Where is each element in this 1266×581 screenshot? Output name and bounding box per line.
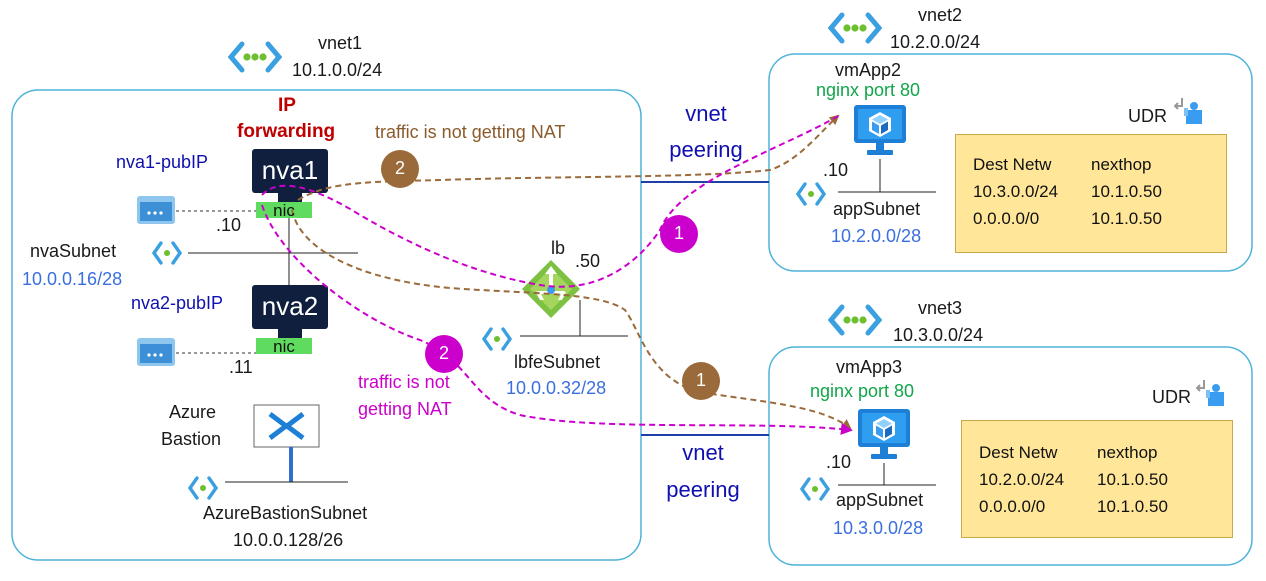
- table-row: 0.0.0.0/0 10.1.0.50: [973, 205, 1162, 232]
- vnet3-subnet-cidr: 10.3.0.0/28: [833, 518, 924, 538]
- magenta-note-line2: getting NAT: [358, 399, 452, 419]
- vnet3-subnet-name: appSubnet: [836, 490, 924, 510]
- vmapp2-ip: .10: [823, 160, 849, 180]
- nva1-ip: .10: [216, 215, 242, 235]
- vnet1-cidr: 10.1.0.0/24: [292, 60, 383, 80]
- peering-top-line2: peering: [669, 137, 743, 162]
- udr-header-row: Dest Netw nexthop: [979, 439, 1168, 466]
- vmapp3-icon: [858, 409, 910, 459]
- udr-cell: 10.1.0.50: [1097, 469, 1168, 489]
- vnet2-subnet-icon: [796, 182, 826, 206]
- vnet3-name: vnet3: [918, 298, 963, 318]
- vnet2-cidr: 10.2.0.0/24: [890, 32, 981, 52]
- nva1-pubip-label: nva1-pubIP: [116, 152, 209, 172]
- udr-cell: 10.2.0.0/24: [979, 469, 1065, 489]
- bastion-subnet-cidr: 10.0.0.128/26: [233, 530, 344, 550]
- peering-top-line1: vnet: [685, 101, 727, 126]
- udr-cell: 0.0.0.0/0: [979, 496, 1046, 516]
- vnet3-box: [768, 346, 1253, 566]
- table-row: 10.2.0.0/24 10.1.0.50: [979, 466, 1168, 493]
- peering-bottom-line2: peering: [666, 477, 740, 502]
- vnet3-udr-table: Dest Netw nexthop 10.2.0.0/24 10.1.0.50 0.…: [961, 420, 1233, 538]
- vnet3-udr-label: UDR: [1152, 387, 1191, 407]
- vnet2-icon: [831, 15, 879, 41]
- vnet3-icon: [831, 307, 879, 333]
- bastion-subnet-icon: [188, 476, 218, 500]
- lbfe-subnet-icon: [482, 327, 512, 351]
- lb-ip: .50: [575, 251, 601, 271]
- vnet1-name: vnet1: [318, 33, 363, 53]
- bastion-line2: Bastion: [161, 429, 222, 449]
- ip-forwarding-line1: IP: [278, 95, 296, 116]
- nva-subnet-icon: [152, 241, 182, 265]
- vmapp3-name: vmApp3: [836, 357, 903, 377]
- udr-cell: 0.0.0.0/0: [973, 208, 1040, 228]
- nva2-pubip-label: nva2-pubIP: [131, 293, 224, 313]
- peering-bottom-line1: vnet: [682, 440, 724, 465]
- nva2-shape: [252, 285, 328, 354]
- vmapp2-name: vmApp2: [835, 60, 902, 80]
- vmapp2-service: nginx port 80: [816, 80, 921, 100]
- ip-forwarding-line2: forwarding: [237, 121, 336, 142]
- badge-magenta-bottom: 2: [438, 343, 449, 363]
- nva2-ip: .11: [229, 357, 253, 377]
- badge-brown-bottom: 1: [695, 370, 706, 390]
- magenta-flow-top: [261, 114, 841, 288]
- udr-col-dest: Dest Netw: [979, 442, 1058, 462]
- bastion-line1: Azure: [169, 402, 217, 422]
- udr-col-dest: Dest Netw: [973, 154, 1052, 174]
- udr-cell: 10.3.0.0/24: [973, 181, 1059, 201]
- vnet2-name: vnet2: [918, 5, 963, 25]
- vmapp2-icon: [854, 105, 906, 155]
- udr-cell: 10.1.0.50: [1091, 208, 1162, 228]
- badge-magenta-top: 1: [673, 223, 684, 243]
- badge-brown-bottom-circle: [682, 362, 720, 400]
- vnet2-subnet-cidr: 10.2.0.0/28: [831, 226, 922, 246]
- badge-brown-top: 2: [394, 158, 405, 178]
- magenta-flow-main: [261, 204, 853, 435]
- vnet2-subnet-name: appSubnet: [833, 199, 921, 219]
- nva1-shape: [252, 149, 328, 218]
- badge-magenta-top-circle: [660, 215, 698, 253]
- nva-subnet-name: nvaSubnet: [30, 241, 117, 261]
- vnet1-box: [11, 89, 642, 561]
- udr-header-row: Dest Netw nexthop: [973, 151, 1162, 178]
- table-row: 10.3.0.0/24 10.1.0.50: [973, 178, 1162, 205]
- brown-note: traffic is not getting NAT: [375, 122, 566, 142]
- nva2-name: nva2: [261, 291, 319, 321]
- udr-cell: 10.1.0.50: [1097, 496, 1168, 516]
- vnet2-udr-label: UDR: [1128, 106, 1167, 126]
- nva2-nic: nic: [273, 337, 295, 356]
- udr-col-nexthop: nexthop: [1091, 154, 1152, 174]
- nva1-name: nva1: [261, 155, 319, 185]
- nva1-nic: nic: [273, 201, 295, 220]
- lbfe-subnet-name: lbfeSubnet: [514, 352, 601, 372]
- vnet3-udr-icon: [1196, 379, 1225, 407]
- udr-col-nexthop: nexthop: [1097, 442, 1158, 462]
- vnet2-udr-table: Dest Netw nexthop 10.3.0.0/24 10.1.0.50 0.…: [955, 134, 1227, 253]
- brown-flow-top: [297, 114, 840, 201]
- nva2-pubip-icon: [137, 338, 175, 366]
- vmapp3-ip: .10: [826, 452, 852, 472]
- badge-magenta-bottom-circle: [425, 335, 463, 373]
- vnet3-cidr: 10.3.0.0/24: [893, 325, 984, 345]
- vnet2-box: [768, 53, 1253, 272]
- bastion-icon: [253, 404, 320, 448]
- vmapp3-service: nginx port 80: [810, 381, 915, 401]
- lbfe-subnet-cidr: 10.0.0.32/28: [506, 378, 607, 398]
- vnet1-icon: [231, 44, 279, 70]
- vnet2-udr-icon: [1174, 97, 1203, 125]
- lb-icon: [522, 260, 580, 318]
- nva1-pubip-icon: [137, 196, 175, 224]
- badge-brown-top-circle: [381, 150, 419, 188]
- nva-subnet-cidr: 10.0.0.16/28: [22, 269, 123, 289]
- bastion-subnet-name: AzureBastionSubnet: [203, 503, 368, 523]
- vnet3-subnet-icon: [800, 477, 830, 501]
- magenta-note-line1: traffic is not: [358, 372, 450, 392]
- table-row: 0.0.0.0/0 10.1.0.50: [979, 493, 1168, 520]
- lb-name: lb: [551, 238, 566, 258]
- udr-cell: 10.1.0.50: [1091, 181, 1162, 201]
